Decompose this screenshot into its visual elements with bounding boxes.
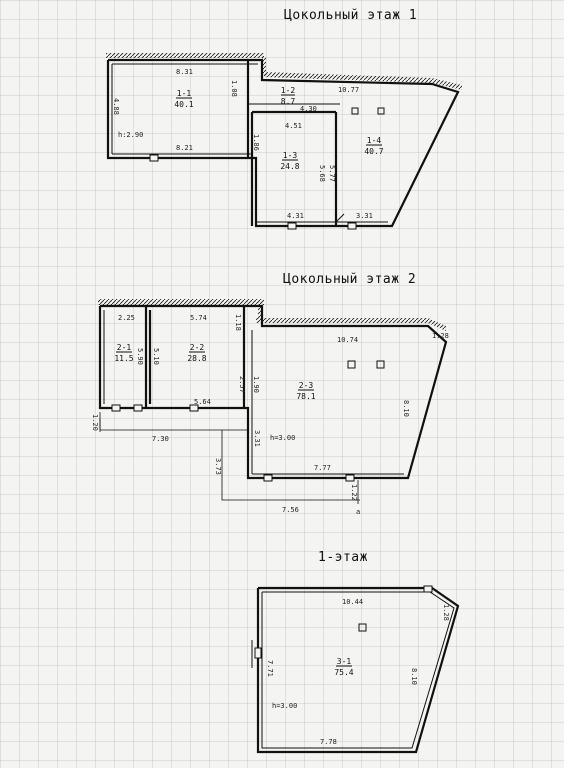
dimension-label: 4.31 <box>287 212 304 220</box>
svg-text:1-1: 1-1 <box>177 89 192 98</box>
dimension-label: 7.30 <box>152 435 169 443</box>
room-label: 1-4 40.7 <box>364 136 383 156</box>
floor-title-basement-2: Цокольный этаж 2 <box>283 272 417 287</box>
svg-text:78.1: 78.1 <box>296 392 315 401</box>
floor-title-first-floor: 1-этаж <box>318 550 368 565</box>
dimension-label: 10.44 <box>342 598 363 606</box>
svg-text:11.5: 11.5 <box>114 354 133 363</box>
wall-hatch <box>106 53 264 58</box>
dimension-label: 2.25 <box>118 314 135 322</box>
dimension-label: 10.77 <box>338 86 359 94</box>
svg-text:1-2: 1-2 <box>281 86 296 95</box>
outer-wall <box>106 58 460 228</box>
dimension-label: 8.21 <box>176 144 193 152</box>
svg-text:1-4: 1-4 <box>367 136 382 145</box>
dimension-label: 1.18 <box>234 314 242 331</box>
svg-text:1-3: 1-3 <box>283 151 298 160</box>
wall-hatch <box>98 299 264 305</box>
dimension-label: 4.88 <box>112 98 120 115</box>
dimension-label: 1.22 <box>350 484 358 501</box>
floor-title-basement-1: Цокольный этаж 1 <box>284 8 418 23</box>
dimension-label: 3.31 <box>356 212 373 220</box>
dimension-label: h=3.00 <box>272 702 297 710</box>
outer-wall <box>256 586 460 754</box>
dimension-label: 10.74 <box>337 336 358 344</box>
dimension-label: 1.20 <box>91 414 99 431</box>
dimension-label: 7.78 <box>320 738 337 746</box>
wall-hatch <box>256 318 446 331</box>
dimension-label: 5.10 <box>152 348 160 365</box>
room-label: 2-3 78.1 <box>296 381 315 401</box>
dimension-label: 4.51 <box>285 122 302 130</box>
outer-wall <box>98 304 448 480</box>
column-marker <box>377 107 385 115</box>
column-marker <box>358 623 367 632</box>
dimension-label: 5.90 <box>136 348 144 365</box>
room-label: 1-2 8.7 <box>281 86 296 106</box>
wall-hatch <box>264 72 462 90</box>
dimension-label: a <box>356 508 360 516</box>
dimension-label: 8.10 <box>402 400 410 417</box>
dimension-label: 1.08 <box>230 80 238 97</box>
room-label: 2-1 11.5 <box>114 343 133 363</box>
dimension-label: h:2.90 <box>118 131 143 139</box>
dimension-label: 7.56 <box>282 506 299 514</box>
dimension-label: 5.64 <box>194 398 211 406</box>
column-marker <box>376 360 385 369</box>
svg-text:3-1: 3-1 <box>337 657 352 666</box>
dimension-label: 2.57 <box>238 376 246 393</box>
dimension-label: 1.28 <box>442 604 450 621</box>
wall-hatch <box>262 56 266 76</box>
dimension-label: h=3.00 <box>270 434 295 442</box>
dimension-label: 3.31 <box>253 430 261 447</box>
column-marker <box>347 360 356 369</box>
wall-hatch <box>258 302 262 320</box>
dimension-label: 7.71 <box>266 660 274 677</box>
svg-text:2-3: 2-3 <box>299 381 314 390</box>
dimension-label: 1.28 <box>432 332 449 340</box>
floor-plan-first-floor: 10.44 1.28 7.71 8.10 h=3.00 7.78 3-1 75.… <box>251 585 460 754</box>
room-label: 2-2 28.8 <box>187 343 206 363</box>
dimension-label: 5.74 <box>190 314 207 322</box>
room-label: 1-1 40.1 <box>174 89 193 109</box>
svg-text:75.4: 75.4 <box>334 668 353 677</box>
dimension-label: 8.31 <box>176 68 193 76</box>
room-label: 3-1 75.4 <box>334 657 353 677</box>
svg-text:40.7: 40.7 <box>364 147 383 156</box>
dimension-label: 7.77 <box>314 464 331 472</box>
svg-text:8.7: 8.7 <box>281 97 296 106</box>
dimension-label: 8.10 <box>410 668 418 685</box>
svg-text:28.8: 28.8 <box>187 354 206 363</box>
svg-text:2-1: 2-1 <box>117 343 132 352</box>
svg-text:40.1: 40.1 <box>174 100 193 109</box>
column-marker <box>351 107 359 115</box>
dimension-label: 3.73 <box>214 458 222 475</box>
dimension-label: 1.90 <box>252 376 260 393</box>
room-label: 1-3 24.8 <box>280 151 299 171</box>
svg-text:2-2: 2-2 <box>190 343 205 352</box>
dimension-label: 1.86 <box>252 134 260 151</box>
svg-text:24.8: 24.8 <box>280 162 299 171</box>
dimension-label: 5.68 <box>318 165 326 182</box>
floor-plan-basement-1: 8.31 1.08 10.77 4.88 h:2.90 8.21 4.30 4.… <box>106 53 462 230</box>
dimension-label: 5.77 <box>328 165 336 182</box>
dimension-label: 4.30 <box>300 105 317 113</box>
floor-plan-basement-2: 2.25 5.74 1.18 10.74 1.28 5.90 5.10 2.57… <box>91 299 449 516</box>
